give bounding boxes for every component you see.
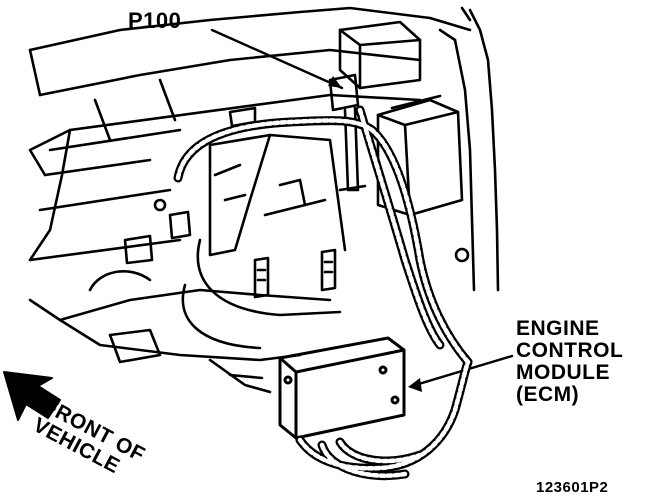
leader-arrowheads: [328, 76, 422, 392]
firewall-outline: [28, 6, 472, 262]
p100-label: P100: [128, 8, 182, 33]
floor-connectors: [253, 248, 337, 299]
harness-routing-frame: [208, 133, 347, 257]
ecm-label-line-3: MODULE: [516, 361, 610, 384]
ecm-label-line-1: ENGINE: [516, 317, 600, 340]
ecm-label-line-2: CONTROL: [516, 339, 624, 362]
wiring-harness: [173, 105, 473, 481]
ecm-box: [278, 336, 406, 440]
floor-pan: [28, 238, 342, 394]
ecm-label-line-4: (ECM): [516, 383, 580, 406]
figure-id: 123601P2: [536, 479, 609, 496]
arrow-down-left-icon: [3, 371, 61, 421]
upper-bracket: [338, 20, 422, 90]
a-pillar: [438, 6, 500, 292]
ecm-label: ENGINE CONTROL MODULE (ECM): [516, 318, 623, 406]
leader-lines: [210, 28, 514, 388]
p100-connector: [328, 73, 367, 192]
